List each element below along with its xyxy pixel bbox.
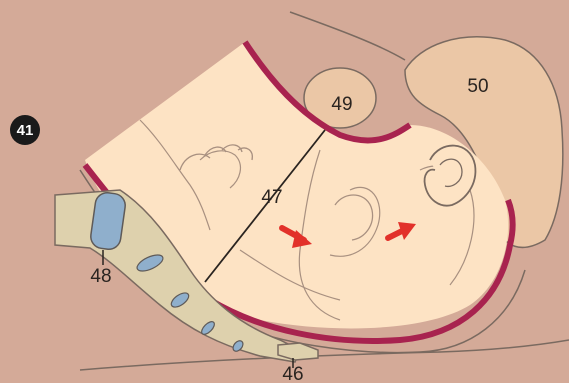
label-48: 48 <box>90 266 111 287</box>
body-contour-top <box>290 12 405 60</box>
label-46: 46 <box>282 364 303 383</box>
label-50: 50 <box>467 76 488 97</box>
label-47: 47 <box>261 187 282 208</box>
figure-badge-number: 41 <box>17 122 34 139</box>
label-49: 49 <box>331 94 352 115</box>
body-contour-lower <box>80 340 569 370</box>
